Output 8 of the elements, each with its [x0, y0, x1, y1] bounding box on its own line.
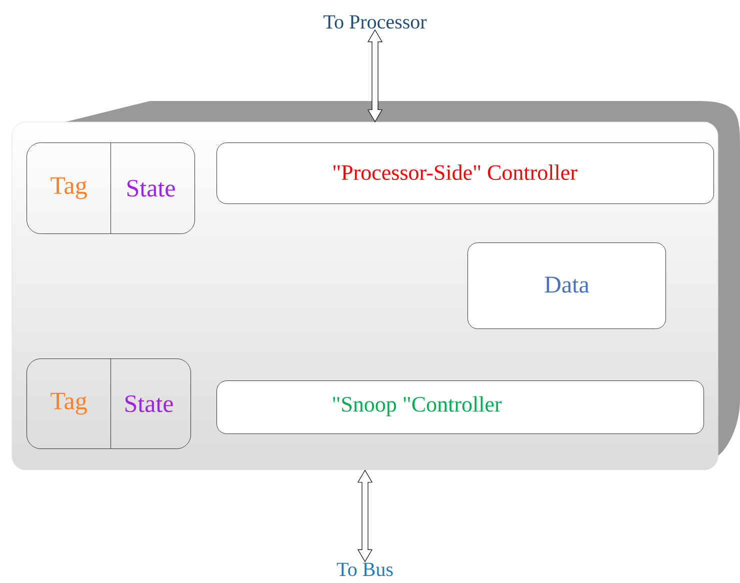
- title-text: To Processor: [324, 15, 427, 29]
- tag-state-box: Tag State: [26, 142, 195, 234]
- tag-state-box: Tag State: [26, 358, 191, 449]
- data-box: Data: [468, 242, 666, 329]
- controller-box: "Snoop "Controller: [216, 380, 704, 434]
- double-arrow: [357, 470, 373, 562]
- title-text: To Bus: [336, 562, 393, 576]
- controller-box: "Processor-Side" Controller: [216, 142, 714, 204]
